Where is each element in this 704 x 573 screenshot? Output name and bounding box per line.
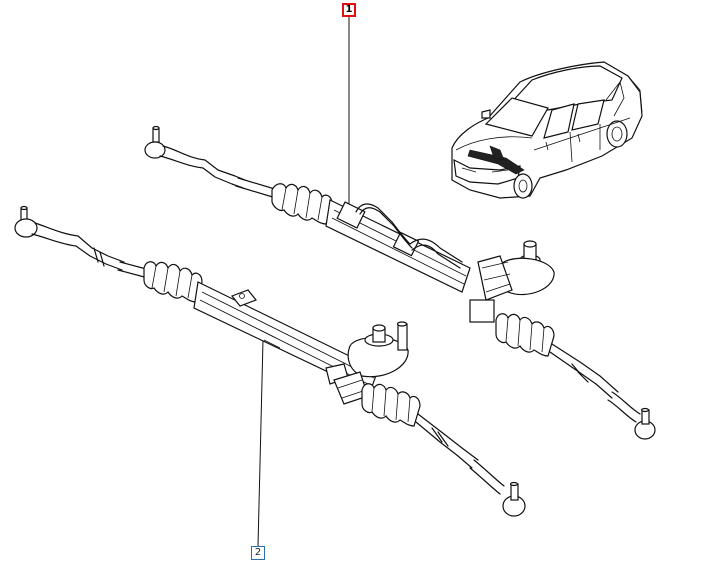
tie-rod-end-right-1 [607,391,656,440]
boot-left-2 [143,261,203,303]
boot-right-2 [361,383,421,427]
boot-right-1 [495,313,555,357]
rack-housing-1 [325,199,471,293]
steering-rack-1 [144,125,656,440]
pinion-valve-1 [469,240,555,323]
leader-line-2 [257,339,264,547]
callout-1[interactable]: 1 [342,3,356,17]
car-sedan-icon [451,61,643,199]
boot-left-1 [271,183,333,225]
tie-rod-end-left-2 [14,205,125,271]
tie-rod-end-left-1 [144,125,246,189]
steering-rack-2 [14,205,526,517]
tie-rod-end-right-2 [469,459,526,517]
callout-2[interactable]: 2 [251,546,265,560]
